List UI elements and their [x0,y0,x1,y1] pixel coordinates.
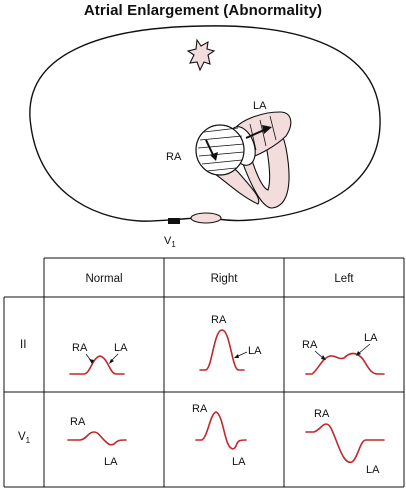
ii-right-ra-label: RA [211,314,227,326]
v1-normal-ra-label: RA [70,416,86,428]
v1-normal-la-label: LA [104,456,118,468]
wave-ii-right [199,329,245,371]
row-header-lead-ii: II [20,339,26,351]
label-ra-anatomy: RA [166,151,182,163]
table-grid [3,257,405,488]
la-vector-arrow [245,129,265,139]
sternum-shape [190,212,222,224]
column-header-right: Right [211,273,239,285]
la-vector-arrowhead [262,125,272,134]
left-atrium-stripes [249,115,277,151]
v1-left-ra-label: RA [314,408,330,420]
wave-v1-right [195,411,247,450]
v1-main: V [164,235,172,247]
ii-left-la-arrowhead [356,351,361,356]
ii-left-la-pointer [357,343,371,355]
right-atrium-stripes [197,127,245,172]
ii-left-la-label: LA [364,332,378,344]
right-atrium-shape [195,124,245,176]
v1-row-main: V [18,431,26,443]
v1-electrode [168,218,180,224]
ii-normal-ra-arrowhead [89,359,94,364]
label-v1-anatomy: V1 [164,235,176,249]
ii-normal-la-label: LA [114,342,128,354]
ii-right-la-label: LA [248,345,262,357]
figure-title: Atrial Enlargement (Abnormality) [83,2,323,19]
row-header-lead-v1: V1 [18,431,31,445]
ii-right-la-arrowhead [234,354,239,358]
ra-vector-arrowhead [210,152,218,161]
label-la-anatomy: LA [253,100,267,112]
wave-ii-left [305,352,385,375]
v1-right-la-label: LA [232,456,246,468]
wave-ii-normal [69,355,125,375]
wave-v1-normal [67,431,127,446]
v1-sub: 1 [171,240,176,249]
ii-normal-la-arrowhead [109,359,114,364]
ii-normal-ra-label: RA [72,342,88,354]
v1-right-ra-label: RA [192,403,208,415]
v1-left-la-label: LA [366,464,380,476]
ii-left-ra-label: RA [302,339,318,351]
wave-v1-left [305,423,385,464]
column-header-left: Left [334,273,354,285]
column-header-normal: Normal [85,273,122,285]
v1-row-sub: 1 [26,436,31,445]
ii-left-ra-arrowhead [321,355,326,360]
vertebra-shape [186,38,216,72]
